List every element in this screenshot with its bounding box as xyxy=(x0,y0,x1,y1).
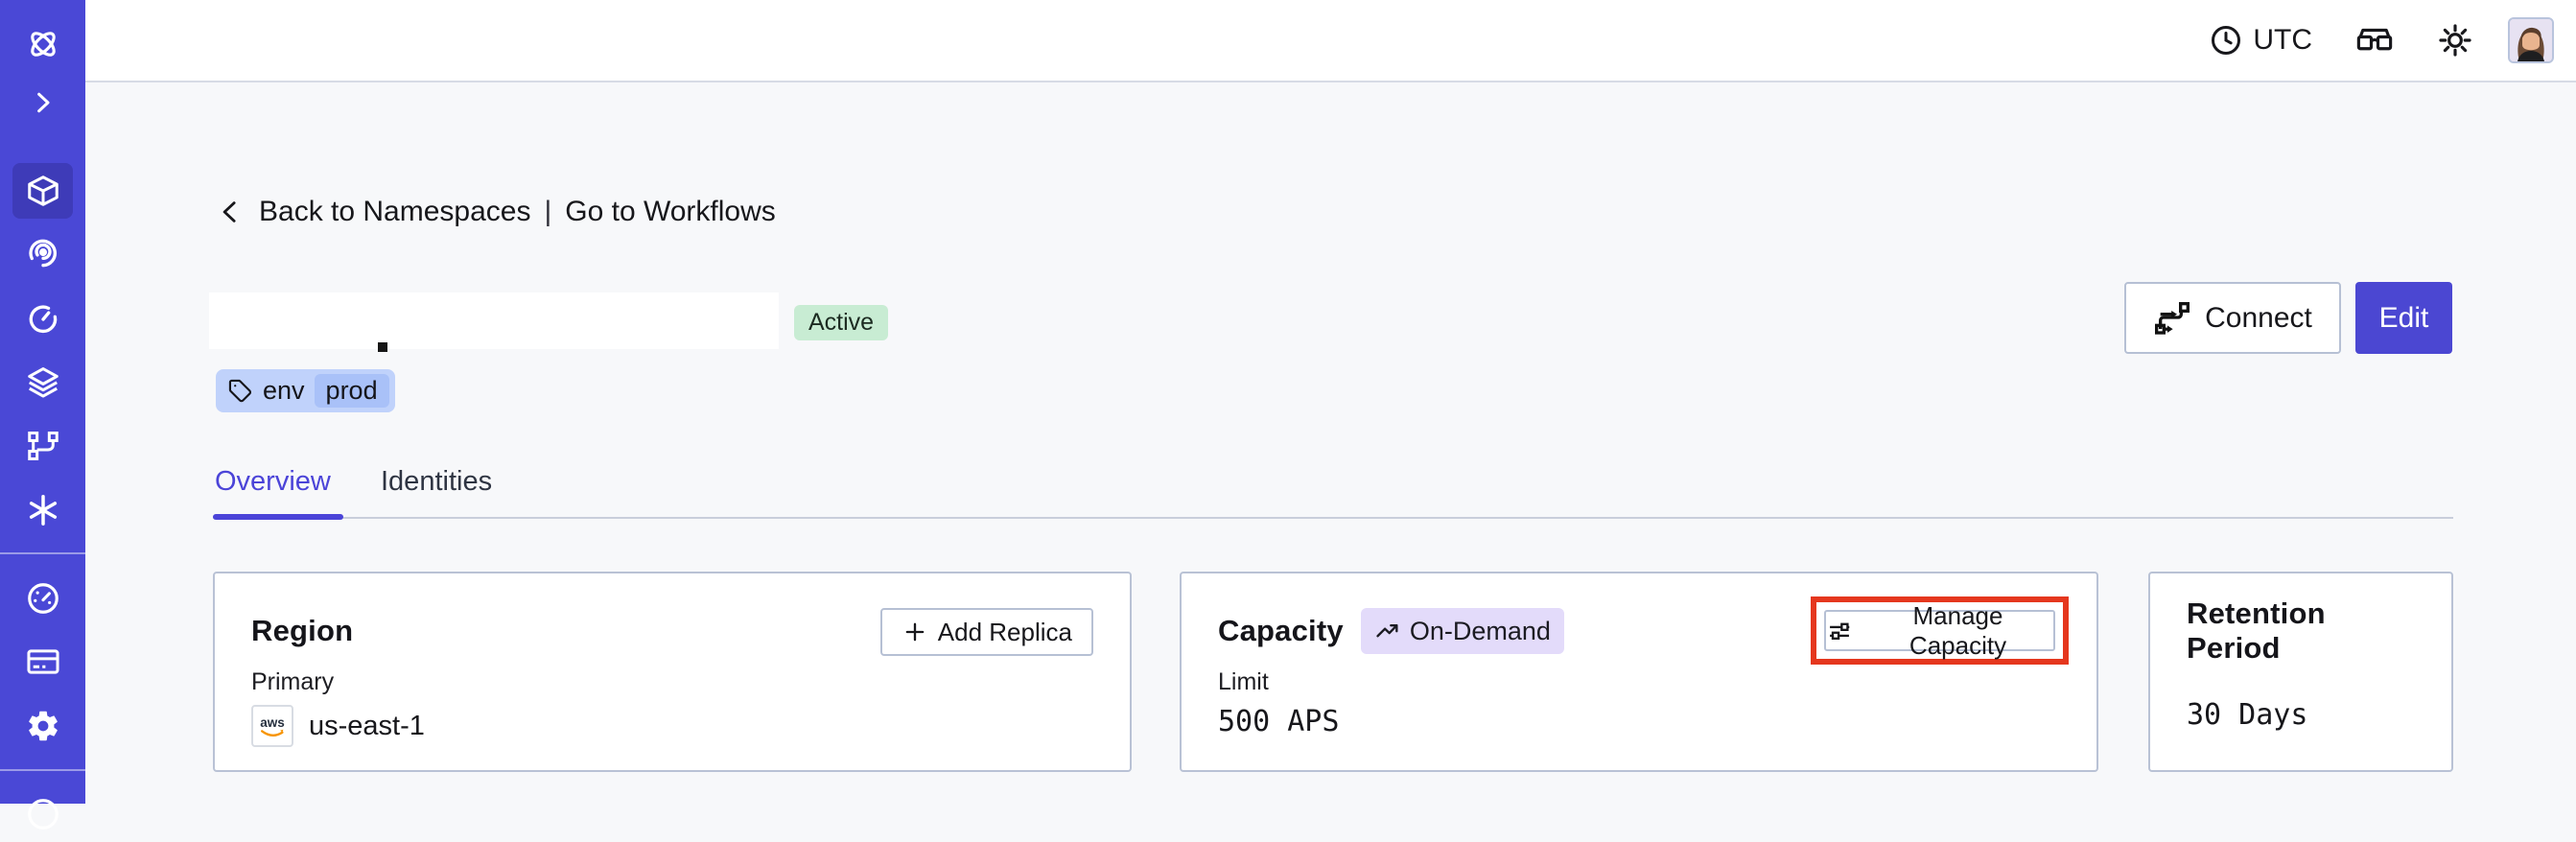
plus-icon xyxy=(902,619,928,645)
capacity-value: 500 APS xyxy=(1218,705,1340,738)
aws-logo-icon: aws xyxy=(251,705,293,747)
app-root: UTC xyxy=(0,0,2576,804)
avatar[interactable] xyxy=(2508,17,2554,63)
sidebar-item-batch-operations[interactable] xyxy=(0,482,85,538)
capacity-limit-label: Limit xyxy=(1218,668,1269,695)
retention-value: 30 Days xyxy=(2187,698,2308,732)
status-badge: Active xyxy=(794,305,889,340)
sidebar-item-workflows[interactable] xyxy=(0,418,85,474)
gauge-icon xyxy=(25,580,61,617)
clock-icon xyxy=(2209,23,2243,58)
svg-text:aws: aws xyxy=(260,715,285,730)
layers-icon xyxy=(25,363,61,400)
trending-up-icon xyxy=(1374,618,1401,644)
cube-icon xyxy=(25,173,61,209)
spiral-eye-icon xyxy=(25,235,61,271)
asterisk-icon xyxy=(25,492,61,528)
credit-card-icon xyxy=(25,643,61,680)
sidebar-item-settings[interactable] xyxy=(0,698,85,754)
manage-capacity-label: Manage Capacity xyxy=(1909,600,2007,660)
namespace-tag[interactable]: env prod xyxy=(216,369,395,412)
top-bar: UTC xyxy=(0,0,2576,82)
timezone-label: UTC xyxy=(2253,24,2312,56)
breadcrumb-back-link[interactable]: Back to Namespaces xyxy=(259,196,531,227)
sidebar-item-support[interactable] xyxy=(0,786,85,842)
sidebar-item-schedules[interactable] xyxy=(0,292,85,347)
active-tab-underline xyxy=(213,514,343,520)
tab-identities[interactable]: Identities xyxy=(381,466,493,497)
tag-icon xyxy=(227,378,253,404)
tab-overview[interactable]: Overview xyxy=(215,466,331,497)
sliders-icon xyxy=(1826,618,1853,644)
timezone-selector[interactable]: UTC xyxy=(2209,23,2312,58)
capacity-card: Capacity On-Demand Limit 500 APS xyxy=(1180,572,2098,772)
header-actions: Connect Edit xyxy=(2124,282,2452,354)
region-card: Region Add Replica Primary aws us-east-1 xyxy=(213,572,1132,772)
sun-icon[interactable] xyxy=(2437,22,2473,58)
chevron-left-icon[interactable] xyxy=(217,196,246,228)
add-replica-label: Add Replica xyxy=(937,617,1072,646)
timer-icon xyxy=(25,301,61,338)
region-card-title: Region xyxy=(251,614,354,647)
breadcrumb-separator: | xyxy=(544,196,552,227)
annotation-highlight: Manage Capacity xyxy=(1811,596,2069,665)
redacted-text-artifact xyxy=(378,342,387,352)
capacity-card-title: Capacity xyxy=(1218,614,1344,647)
on-demand-label: On-Demand xyxy=(1409,616,1551,645)
branch-icon xyxy=(25,428,61,464)
breadcrumb-workflows-link[interactable]: Go to Workflows xyxy=(565,196,776,227)
sidebar-divider xyxy=(0,769,85,771)
connect-button[interactable]: Connect xyxy=(2124,282,2341,354)
temporal-logo-icon[interactable] xyxy=(0,16,85,72)
tag-key: env xyxy=(263,376,305,405)
edit-button[interactable]: Edit xyxy=(2355,282,2452,354)
retention-card-title: Retention Period xyxy=(2187,596,2326,665)
connect-flow-icon xyxy=(2153,299,2191,338)
glasses-icon[interactable] xyxy=(2354,25,2395,56)
tag-value-chip: prod xyxy=(314,374,389,408)
manage-capacity-button[interactable]: Manage Capacity xyxy=(1824,601,2055,660)
sidebar-item-billing[interactable] xyxy=(0,634,85,690)
chevron-right-icon xyxy=(29,88,58,117)
sidebar-item-namespaces[interactable] xyxy=(12,163,73,219)
edit-button-label: Edit xyxy=(2378,301,2429,334)
sidebar-item-nexus[interactable] xyxy=(0,225,85,281)
add-replica-button[interactable]: Add Replica xyxy=(879,608,1093,656)
retention-card: Retention Period 30 Days xyxy=(2148,572,2453,772)
sidebar-item-usage[interactable] xyxy=(0,571,85,626)
on-demand-badge: On-Demand xyxy=(1360,608,1564,654)
sidebar-nav xyxy=(0,0,85,830)
connect-button-label: Connect xyxy=(2205,301,2312,334)
region-value: us-east-1 xyxy=(309,710,425,741)
support-circle-icon xyxy=(25,796,61,832)
breadcrumb: Back to Namespaces | Go to Workflows xyxy=(217,196,776,228)
gear-icon xyxy=(25,708,61,744)
region-primary-label: Primary xyxy=(251,668,335,695)
top-bar-actions: UTC xyxy=(2209,0,2554,81)
tabs-bottom-line xyxy=(213,517,2453,519)
sidebar-item-deployments[interactable] xyxy=(0,354,85,409)
namespace-title-redacted xyxy=(209,292,779,349)
sidebar-expand-button[interactable] xyxy=(0,75,85,130)
sidebar-divider xyxy=(0,552,85,554)
